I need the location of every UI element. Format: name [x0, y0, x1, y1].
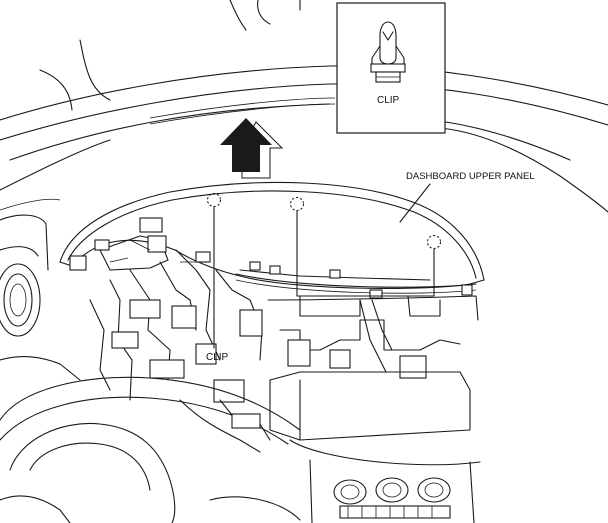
panel-leader-line	[399, 183, 431, 223]
panel-label: DASHBOARD UPPER PANEL	[406, 171, 535, 182]
windshield-area	[0, 0, 608, 213]
clip-callout-label: CLIP	[377, 95, 400, 106]
clip-location-markers	[207, 193, 441, 349]
clip-label: CLIP	[206, 352, 229, 363]
dashboard-upper-panel	[59, 181, 485, 294]
center-console	[267, 295, 481, 523]
clip-callout-box: CLIP	[336, 2, 446, 134]
steering-wheel	[0, 355, 301, 523]
up-arrow-icon	[220, 118, 284, 179]
clip-icon	[370, 21, 406, 83]
instrument-cluster-area	[69, 217, 473, 403]
left-air-vent	[0, 214, 49, 337]
